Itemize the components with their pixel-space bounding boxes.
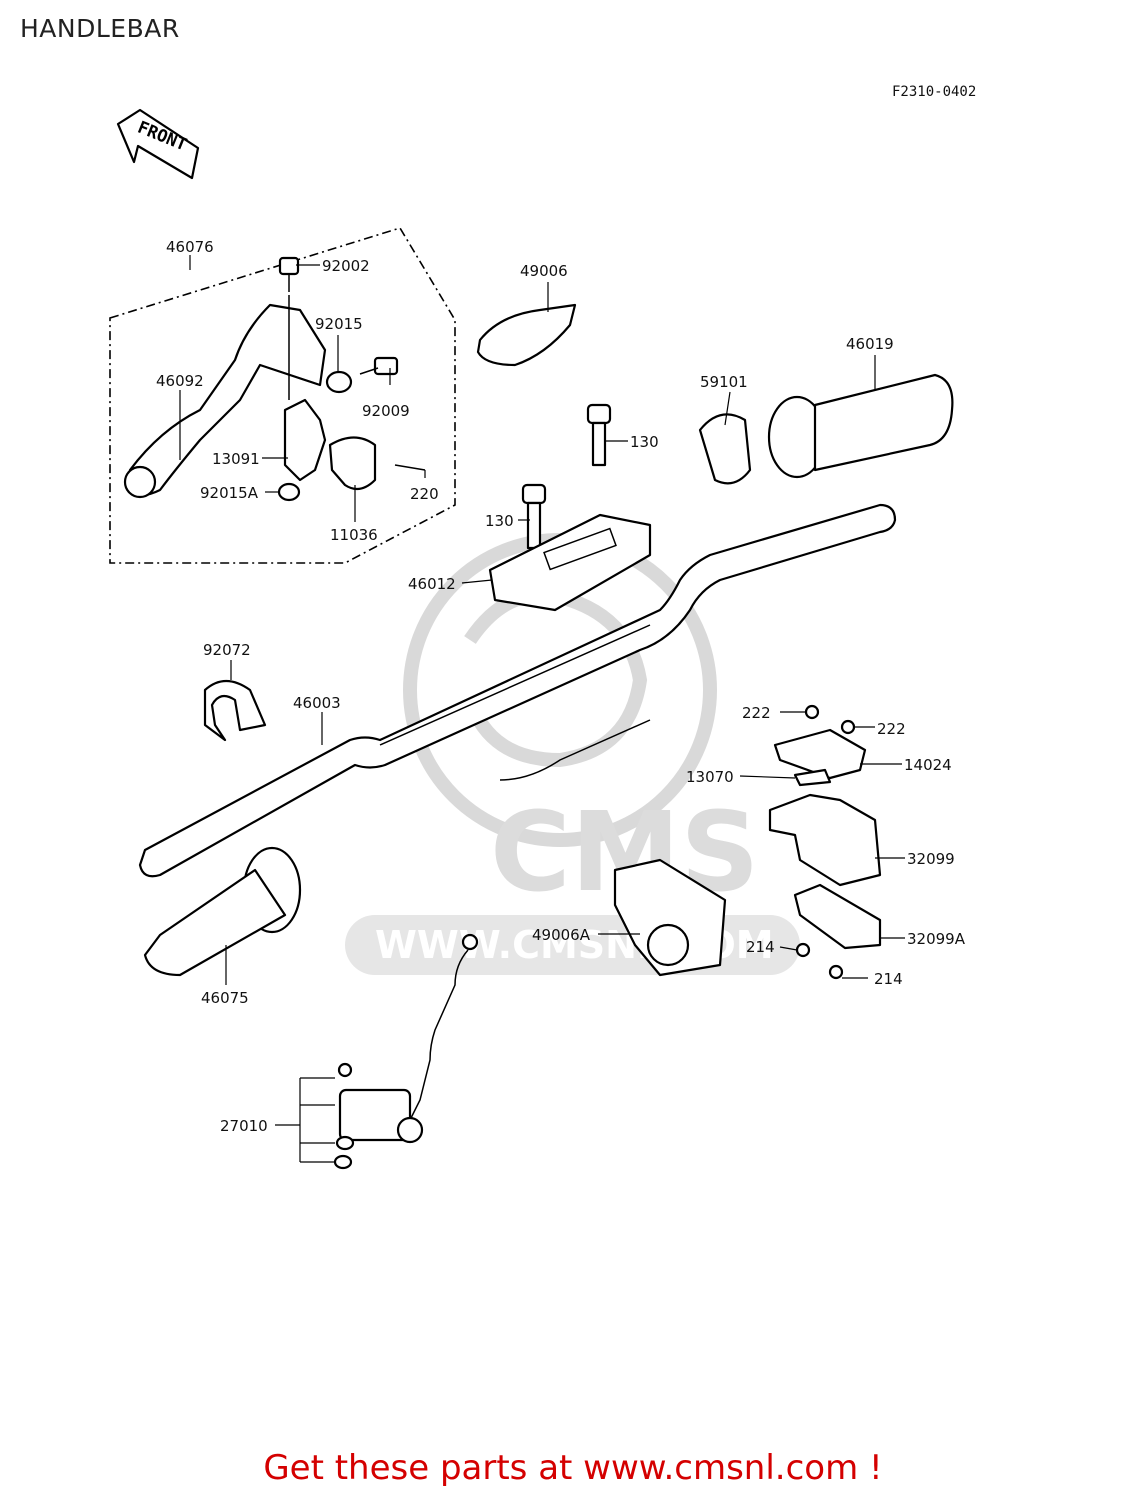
label-222-left: 222 — [742, 704, 771, 722]
label-214-right: 214 — [874, 970, 903, 988]
front-arrow-icon: FRONT — [116, 108, 200, 180]
label-92009: 92009 — [362, 402, 410, 420]
label-92072: 92072 — [203, 641, 251, 659]
switch-housing-lower — [793, 883, 882, 950]
label-46019: 46019 — [846, 335, 894, 353]
label-32099: 32099 — [907, 850, 955, 868]
label-32099a: 32099A — [907, 930, 966, 948]
switch-cover — [773, 728, 867, 780]
pivot-bolt — [278, 256, 300, 292]
lever-holder — [283, 398, 327, 482]
exploded-view-diagram: CMS WWW.CMSNL.COM FRONT — [109, 108, 966, 1170]
label-46076: 46076 — [166, 238, 214, 256]
label-49006: 49006 — [520, 262, 568, 280]
lock-nut — [325, 370, 353, 394]
handlebar-band — [203, 679, 267, 742]
lever-assembly-boundary — [109, 227, 456, 564]
housing-screw-214-left — [795, 942, 811, 958]
label-14024: 14024 — [904, 756, 952, 774]
label-46003: 46003 — [293, 694, 341, 712]
switch-screw-222-left — [804, 704, 820, 720]
throttle-cover — [476, 303, 577, 367]
switch-screw-222-right — [840, 719, 856, 735]
diagram-title: HANDLEBAR — [20, 14, 180, 43]
label-214-left: 214 — [746, 938, 775, 956]
label-13070: 13070 — [686, 768, 734, 786]
handlebar-crossbar — [379, 624, 651, 781]
left-grip — [143, 846, 302, 985]
clamp-bolt-upper — [586, 403, 612, 467]
clutch-lever — [123, 295, 327, 499]
label-92015a: 92015A — [200, 484, 259, 502]
label-46092: 46092 — [156, 372, 204, 390]
switch-plate — [793, 768, 832, 787]
cta-link[interactable]: Get these parts at www.cmsnl.com ! — [263, 1448, 883, 1488]
label-13091: 13091 — [212, 450, 260, 468]
label-27010: 27010 — [220, 1117, 268, 1135]
handlebar — [138, 503, 897, 878]
holder-nut — [277, 482, 301, 502]
label-49006a: 49006A — [532, 926, 591, 944]
part-labels: 46076 92002 92015 46092 92009 13091 220 … — [156, 238, 966, 1135]
label-220: 220 — [410, 485, 439, 503]
label-92002: 92002 — [322, 257, 370, 275]
label-222-right: 222 — [877, 720, 906, 738]
housing-screw-214-right — [828, 964, 844, 980]
throttle-collar — [698, 413, 752, 485]
lever-clamp — [328, 436, 377, 491]
right-grip — [767, 355, 954, 479]
kill-switch — [275, 933, 479, 1170]
label-59101: 59101 — [700, 373, 748, 391]
label-92015: 92015 — [315, 315, 363, 333]
clamp-bolt-lower — [521, 483, 547, 550]
clamp-screw — [394, 464, 426, 471]
switch-housing-upper — [768, 793, 882, 887]
cms-watermark: CMS WWW.CMSNL.COM — [345, 533, 800, 975]
label-11036: 11036 — [330, 526, 378, 544]
label-130-lower: 130 — [485, 512, 514, 530]
cable-adjuster — [359, 356, 399, 376]
label-130-upper: 130 — [630, 433, 659, 451]
label-46075: 46075 — [201, 989, 249, 1007]
figure-code: F2310-0402 — [892, 84, 977, 100]
label-46012: 46012 — [408, 575, 456, 593]
leader-lines — [179, 255, 905, 979]
throttle-housing — [613, 858, 727, 977]
